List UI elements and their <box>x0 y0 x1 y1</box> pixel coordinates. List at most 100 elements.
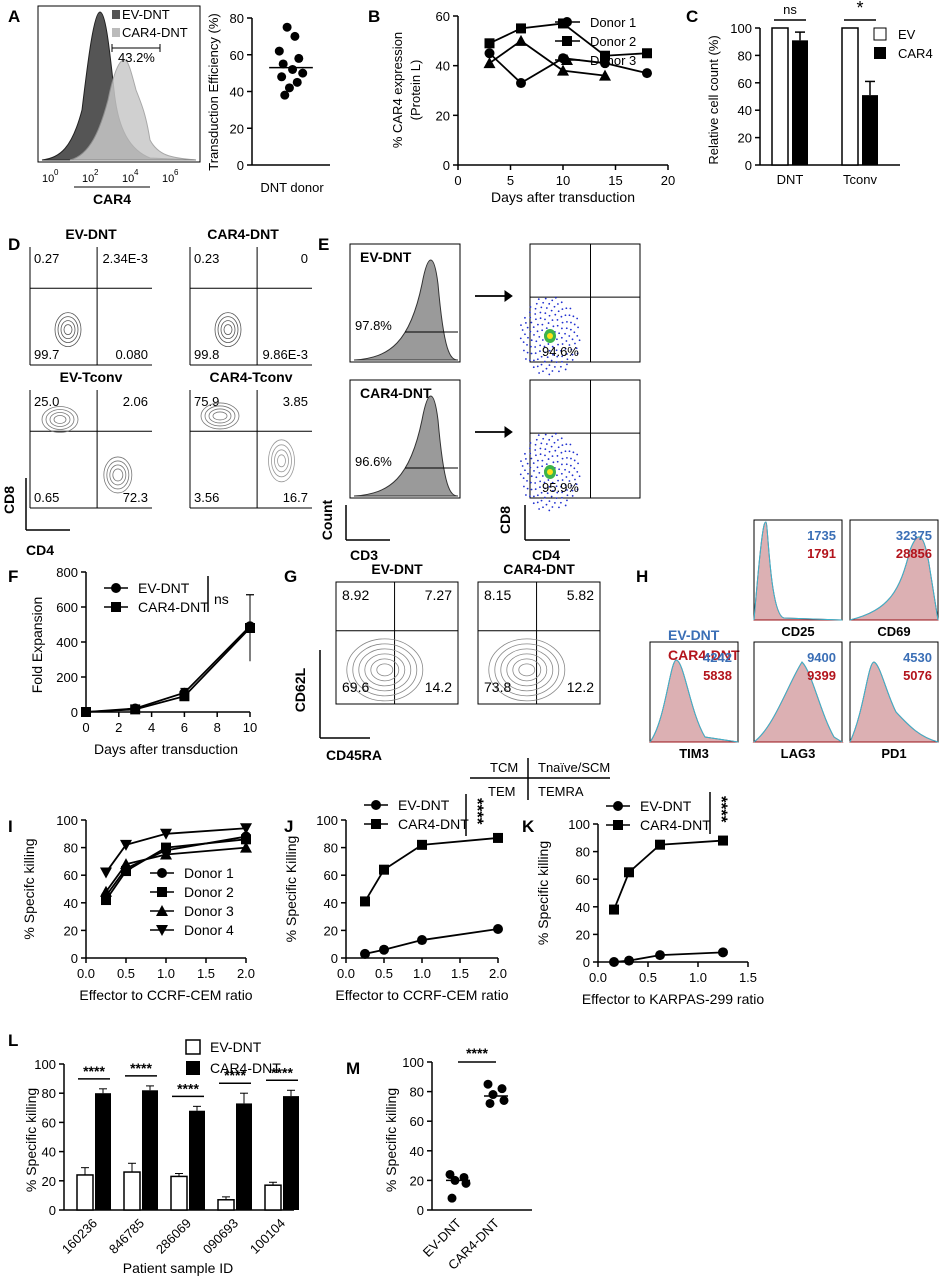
D-contour <box>106 460 130 490</box>
E-dot-event <box>529 316 532 319</box>
J-marker <box>360 896 370 907</box>
E-dot-event <box>534 488 537 491</box>
E-dot-event <box>535 302 538 305</box>
E-dot-event <box>554 313 557 316</box>
E-dot-event <box>541 475 544 477</box>
E-dot-event <box>534 449 537 451</box>
E-dot-event <box>542 370 544 373</box>
I-legend-1: Donor 2 <box>184 884 234 900</box>
F-ytick-label: 600 <box>56 600 78 615</box>
E-dot-event <box>576 352 579 355</box>
A-dot-point <box>288 64 298 74</box>
E-dot-event <box>576 317 579 320</box>
K-xtick-label: 1.5 <box>739 970 757 985</box>
F-xlabel: Days after transduction <box>94 741 238 757</box>
H-mfi-ev: 4242 <box>703 650 732 665</box>
H-hist-ev <box>849 536 939 621</box>
D-contour <box>214 312 242 348</box>
C-ytick-label: 80 <box>738 48 752 63</box>
J-ytick-label: 0 <box>331 951 338 966</box>
A-xlabel: CAR4 <box>93 191 131 207</box>
B-ytick-label: 60 <box>436 9 450 24</box>
E-dot-event <box>560 336 563 339</box>
E-dot-event <box>527 472 529 475</box>
E-dot-event <box>561 457 564 460</box>
K-marker <box>655 839 665 850</box>
A-dot-point <box>282 22 292 32</box>
G-q-ll: 69.6 <box>342 679 369 695</box>
E-dot-event <box>540 306 543 309</box>
A-tick-exp: 2 <box>94 168 99 177</box>
L-sig: **** <box>271 1064 293 1080</box>
I-xtick-label: 1.0 <box>157 966 175 981</box>
I-marker <box>100 867 112 879</box>
E-dot-event <box>575 483 578 486</box>
K-marker <box>624 867 634 878</box>
L-bar-car4 <box>95 1093 111 1210</box>
F-xtick-label: 2 <box>115 720 122 735</box>
E-dot-event <box>551 506 554 508</box>
E-dot-event <box>523 349 525 352</box>
G-xlabel: CD45RA <box>326 747 382 763</box>
E-dot-event <box>537 459 539 462</box>
E-dot-event <box>534 346 537 348</box>
E-dot-event <box>576 335 579 337</box>
J-legend-marker <box>371 800 381 810</box>
E-dot-event <box>546 356 549 359</box>
C-bar-ev <box>771 27 789 166</box>
E-dot-event <box>574 478 576 481</box>
E-dot-event <box>557 310 560 313</box>
H-marker-name: CD25 <box>781 624 814 639</box>
E-dot-event <box>560 437 563 440</box>
I-marker <box>160 848 172 860</box>
E-dot-frame <box>529 243 641 363</box>
E-dot-event <box>560 451 563 454</box>
E-dot-event <box>539 480 542 483</box>
H-legend-ev: EV-DNT <box>668 627 720 643</box>
E-hist-pct: 96.6% <box>355 454 392 469</box>
E-dot-event <box>533 333 535 336</box>
I-legend-marker <box>157 868 167 878</box>
E-dot-event <box>558 506 560 509</box>
K-marker <box>624 955 634 966</box>
E-hist-frame <box>349 243 461 363</box>
E-dot-event <box>555 497 558 500</box>
K-legend-marker <box>613 820 623 830</box>
E-dot-event <box>564 468 566 471</box>
E-dot-event <box>555 349 558 352</box>
H-mfi-ev: 4530 <box>903 650 932 665</box>
A-tick-exp: 4 <box>134 168 139 177</box>
panel-letter-E: E <box>318 235 329 254</box>
J-xtick-label: 0.5 <box>375 966 393 981</box>
L-sig: **** <box>177 1080 199 1096</box>
panel-letter-D: D <box>8 235 20 254</box>
E-dot-event <box>556 338 558 341</box>
E-dot-event <box>534 352 537 355</box>
G-frame <box>335 581 459 705</box>
A-tick-exp: 6 <box>174 168 179 177</box>
E-dot-event <box>560 301 563 304</box>
E-dot-event <box>568 335 571 337</box>
K-ytick-label: 40 <box>576 900 590 915</box>
K-xtick-label: 0.5 <box>639 970 657 985</box>
E-dot-event <box>548 364 551 367</box>
H-mfi-car4: 5076 <box>903 668 932 683</box>
E-dot-event <box>561 479 564 481</box>
E-dot-event <box>533 359 535 362</box>
L-bar-car4 <box>189 1110 205 1210</box>
F-xtick-label: 8 <box>214 720 221 735</box>
K-marker <box>609 904 619 915</box>
E-dot-event <box>552 353 554 356</box>
E-dot-core <box>547 333 553 340</box>
E-dot-event <box>550 359 553 362</box>
E-dot-event <box>551 455 554 458</box>
E-dot-event <box>561 355 564 358</box>
J-xtick-label: 1.0 <box>413 966 431 981</box>
E-dot-event <box>544 454 546 457</box>
H-hist-ev <box>649 659 739 743</box>
B-xtick-label: 15 <box>608 173 622 188</box>
A-dot-point <box>294 53 304 63</box>
L-sig: **** <box>130 1060 152 1076</box>
I-marker <box>240 823 252 835</box>
E-dot-event <box>524 316 526 319</box>
